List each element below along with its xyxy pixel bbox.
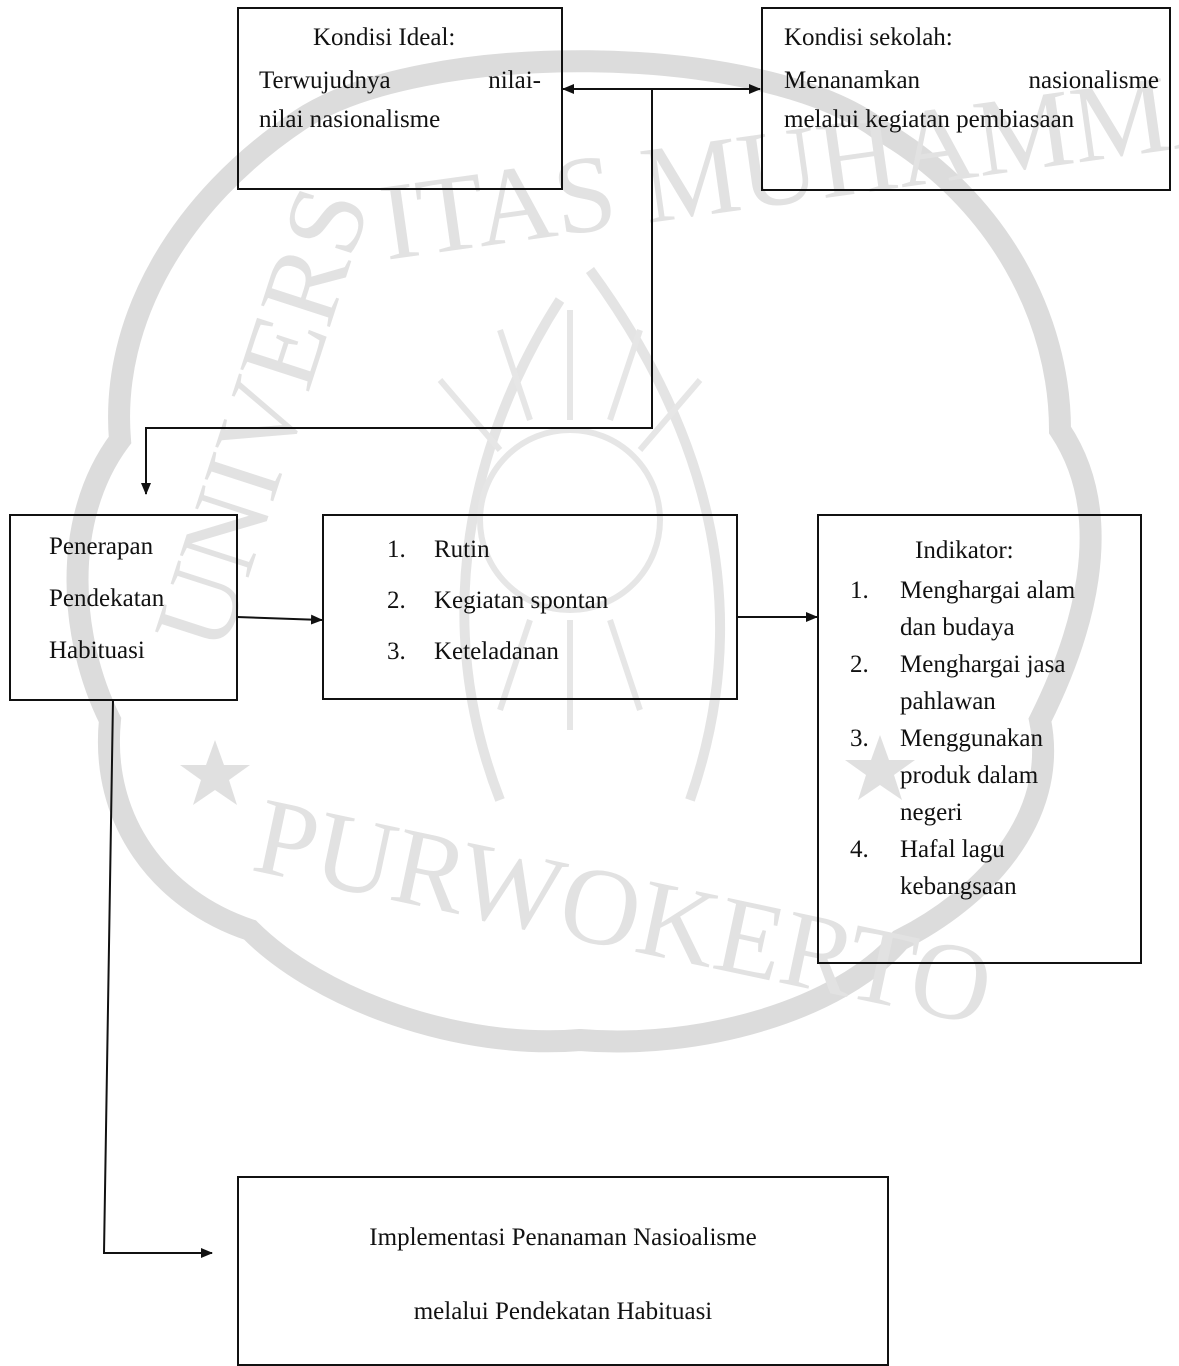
line-to-implementasi — [102, 699, 213, 1258]
arrow-penerapan-to-kegiatan — [236, 614, 323, 625]
ideal-line2: nilai nasionalisme — [259, 106, 441, 133]
star-right-icon — [845, 735, 915, 800]
indicator-title: Indikator: — [915, 537, 1014, 564]
school-condition-box: Kondisi sekolah: Menanamkan nasionalisme… — [761, 7, 1171, 191]
ideal-line1-a: Terwujudnya — [259, 67, 391, 94]
list-item: 3.Keteladanan — [387, 638, 559, 665]
star-left-icon — [180, 740, 250, 805]
line-to-penerapan — [141, 89, 653, 495]
implementation-line1: Implementasi Penanaman Nasioalisme — [369, 1224, 757, 1251]
implementation-line2: melalui Pendekatan Habituasi — [413, 1298, 713, 1325]
ideal-line1-b: nilai- — [488, 67, 541, 94]
penerapan-line2: Pendekatan — [49, 585, 165, 612]
list-item: 2.Kegiatan spontan — [387, 587, 609, 614]
penerapan-line1: Penerapan — [49, 533, 154, 560]
habituation-approach-box: Penerapan Pendekatan Habituasi — [9, 514, 238, 701]
school-title: Kondisi sekolah: — [784, 24, 953, 51]
ideal-title: Kondisi Ideal: — [313, 24, 456, 51]
ideal-condition-box: Kondisi Ideal: Terwujudnya nilai- nilai … — [237, 7, 563, 190]
activities-list: 1.Rutin 2.Kegiatan spontan 3.Keteladanan — [387, 530, 608, 683]
list-item: 1.Rutin — [387, 536, 490, 563]
school-line2: melalui kegiatan pembiasaan — [784, 106, 1075, 133]
activities-box: 1.Rutin 2.Kegiatan spontan 3.Keteladanan — [322, 514, 738, 700]
school-line1-a: Menanamkan — [784, 67, 921, 94]
penerapan-line3: Habituasi — [49, 637, 145, 664]
school-line1-b: nasionalisme — [1028, 67, 1159, 94]
implementation-box: Implementasi Penanaman Nasioalisme melal… — [237, 1176, 889, 1366]
